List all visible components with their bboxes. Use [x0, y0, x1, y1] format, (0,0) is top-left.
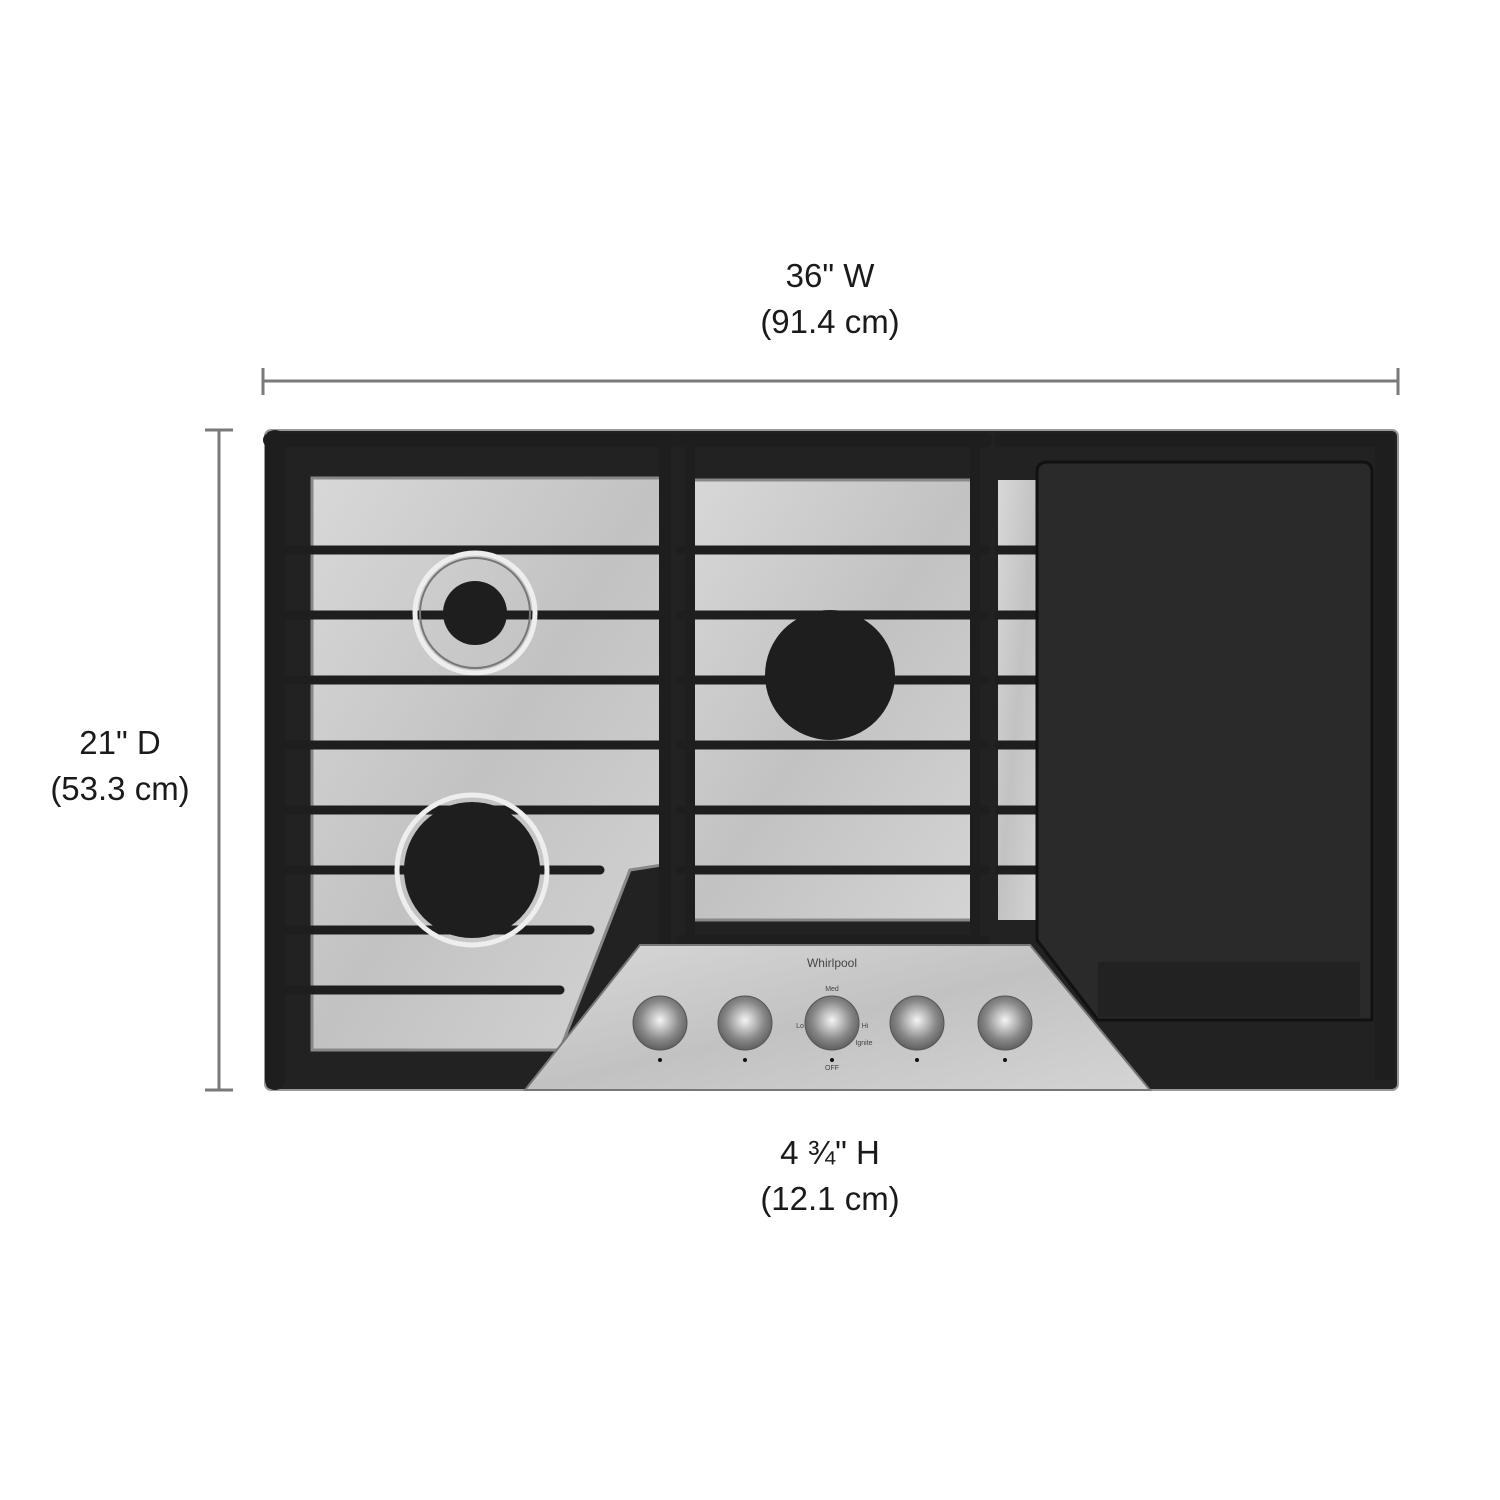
griddle-lip [1098, 962, 1360, 1017]
height-label: 4 ¾" H (12.1 cm) [630, 1130, 1030, 1222]
width-label: 36" W (91.4 cm) [630, 253, 1030, 345]
knob-labels: Med Lo Hi Ignite OFF [796, 986, 873, 1072]
knob-1[interactable] [632, 995, 688, 1062]
control-knobs [632, 995, 1033, 1062]
label-med: Med [825, 986, 839, 993]
height-imperial: 4 ¾" H [780, 1134, 880, 1171]
burner-small [412, 550, 538, 676]
depth-dimension-line [205, 428, 233, 1092]
depth-label: 21" D (53.3 cm) [20, 720, 220, 812]
width-metric: (91.4 cm) [760, 303, 900, 340]
knob-2[interactable] [717, 995, 773, 1062]
depth-metric: (53.3 cm) [50, 770, 190, 807]
griddle [1035, 460, 1374, 1022]
label-off: OFF [825, 1065, 839, 1072]
knob-4[interactable] [889, 995, 945, 1062]
height-metric: (12.1 cm) [760, 1180, 900, 1217]
knob-5[interactable] [977, 995, 1033, 1062]
burner-large-left [394, 792, 550, 948]
width-dimension-line [261, 368, 1400, 395]
burner-center [765, 610, 895, 740]
brand-logo: Whirlpool [807, 956, 857, 970]
label-lo: Lo [796, 1023, 804, 1030]
label-hi: Hi [862, 1023, 869, 1030]
knob-3[interactable] [804, 995, 860, 1062]
width-imperial: 36" W [785, 257, 875, 294]
label-ignite: Ignite [855, 1040, 872, 1047]
left-grate [263, 430, 677, 1090]
right-grate [995, 433, 1395, 1080]
depth-imperial: 21" D [79, 724, 161, 761]
